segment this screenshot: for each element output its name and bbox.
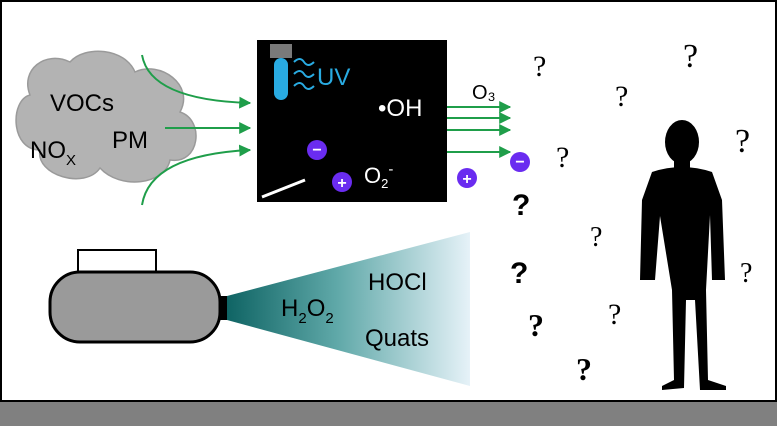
question-mark: ?	[608, 298, 621, 331]
question-mark: ?	[528, 307, 544, 343]
question-mark: ?	[510, 257, 528, 290]
spray-plume: HOCl H2O2 Quats	[227, 232, 470, 386]
quats-label: Quats	[365, 325, 429, 352]
outflow-arrows	[447, 101, 512, 158]
superoxide-label: O2-	[364, 161, 393, 191]
pollutant-cloud: VOCs NOX PM	[15, 50, 197, 183]
question-mark: ?	[740, 258, 752, 289]
unknown-effects: ? ? ? ? ? ? ? ? ? ? ? ?	[510, 38, 752, 387]
uv-wave-icon	[293, 70, 315, 78]
person-silhouette-icon	[640, 120, 726, 390]
frame-border	[0, 0, 777, 402]
pm-label: PM	[112, 127, 148, 154]
fogger-body	[48, 270, 222, 344]
uv-wave-icon	[293, 82, 315, 90]
svg-text:−: −	[312, 142, 321, 159]
ionizer-needle	[261, 178, 306, 199]
question-mark: ?	[512, 189, 530, 222]
question-mark: ?	[576, 351, 592, 387]
inflow-arrow-bottom	[141, 144, 252, 206]
question-mark: ?	[683, 38, 698, 75]
positive-ion-output-icon	[457, 168, 477, 188]
uv-label: UV	[317, 64, 350, 91]
question-mark: ?	[533, 50, 546, 83]
question-mark: ?	[556, 141, 569, 174]
svg-text:−: −	[515, 154, 524, 171]
uv-lamp-cap	[270, 44, 292, 58]
floor-band	[0, 402, 777, 426]
fogger-handle	[77, 249, 157, 275]
fogger-device	[48, 249, 227, 344]
question-mark: ?	[615, 80, 628, 113]
vocs-label: VOCs	[50, 90, 114, 117]
fogger-nozzle	[219, 296, 227, 320]
question-mark: ?	[735, 123, 750, 160]
ozone-label: O₃	[472, 82, 496, 104]
negative-ion-output-icon	[510, 152, 530, 172]
positive-ion-icon	[332, 172, 352, 192]
question-mark: ?	[590, 222, 602, 253]
uv-lamp-icon	[274, 58, 288, 100]
inflow-arrow-top	[141, 54, 252, 109]
hydroxyl-label: •OH	[378, 95, 422, 122]
hocl-label: HOCl	[368, 269, 427, 296]
h2o2-label: H2O2	[281, 295, 334, 327]
purifier-box: UV •OH − + O2-	[257, 40, 447, 202]
inflow-arrows	[141, 54, 252, 206]
svg-text:+: +	[337, 175, 346, 192]
negative-ion-icon	[307, 140, 327, 160]
uv-wave-icon	[293, 58, 315, 66]
svg-text:+: +	[462, 171, 471, 188]
nox-label: NOX	[30, 137, 76, 169]
plume-cone	[227, 232, 470, 386]
